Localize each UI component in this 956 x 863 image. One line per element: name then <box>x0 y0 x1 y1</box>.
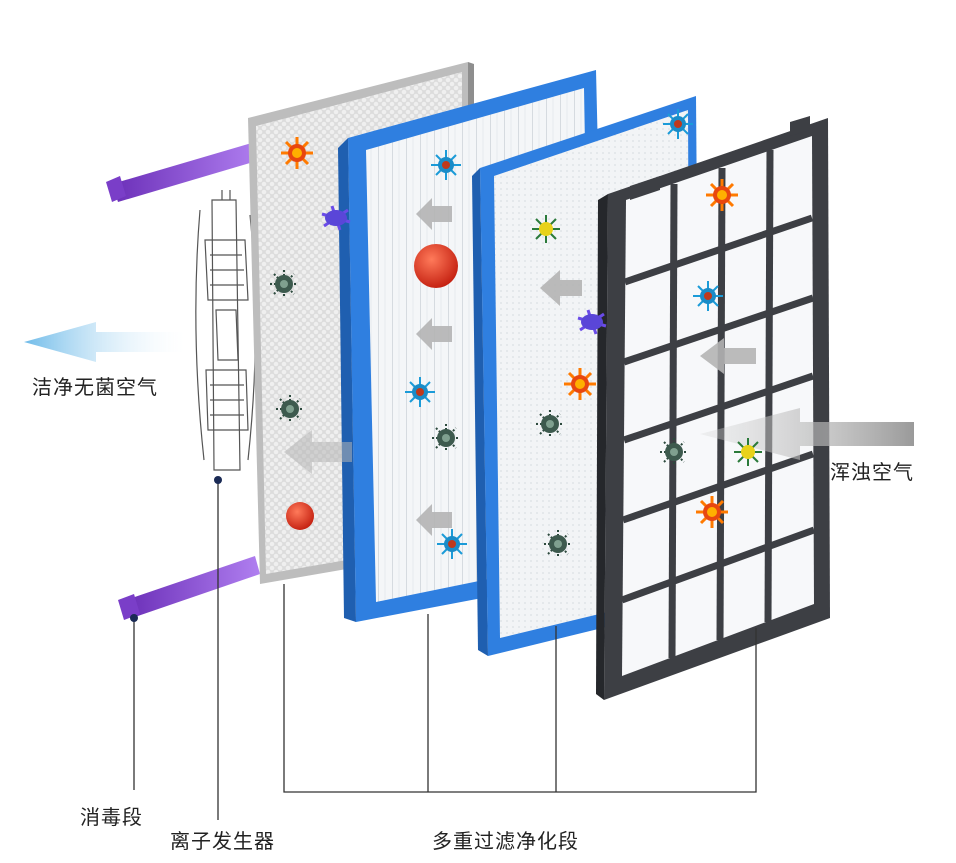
grid-prefilter-panel <box>596 116 830 700</box>
clean-air-label: 洁净无菌空气 <box>32 375 158 399</box>
dirty-air-label: 浑浊空气 <box>830 460 914 484</box>
leader-dot <box>130 614 138 622</box>
ion-generator-label: 离子发生器 <box>170 829 275 853</box>
multi-filter-label: 多重过滤净化段 <box>432 829 579 853</box>
uv-lamp-top <box>106 142 260 202</box>
ion-generator-drawing <box>195 190 257 471</box>
uv-lamp-bottom <box>118 556 260 620</box>
disinfection-label: 消毒段 <box>80 805 143 829</box>
germ-particles <box>269 108 763 560</box>
airflow-arrows-internal <box>284 198 756 536</box>
clean-air-arrow <box>24 322 186 362</box>
leader-dot <box>214 476 222 484</box>
leader-lines <box>133 480 757 820</box>
